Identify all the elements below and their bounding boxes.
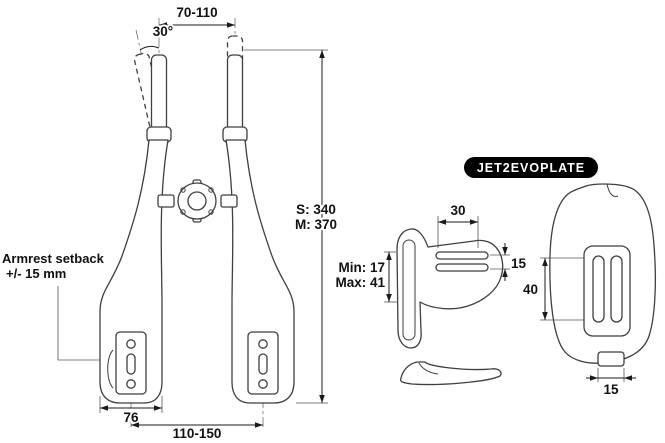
dim-label-slot-gap: 15 [511, 256, 527, 271]
mount-screw-2 [208, 187, 214, 193]
left-pad-slot [126, 353, 136, 375]
left-pad-hole-bottom [126, 379, 136, 389]
side-view-slot-lower [435, 263, 489, 272]
mount-quarter-turn-socket [187, 191, 207, 211]
left-pad-adjust-curve [107, 349, 114, 389]
mount-arm-right [220, 194, 238, 208]
side-view-slot-upper [435, 251, 489, 260]
side-view-low-profile-plate [399, 361, 502, 386]
aerobar-front-view: 70-110 30° S: 340 M: 370 Armrest setback… [2, 3, 339, 443]
dim-label-size-m: M: 370 [295, 217, 337, 232]
dim-label-slot-length: 30 [450, 203, 465, 218]
mount-screw-1 [180, 187, 186, 193]
dim-label-pad-width: 76 [123, 410, 139, 425]
badge-label: JET2EVOPLATE [477, 161, 585, 175]
right-pad-slot [258, 353, 268, 375]
armrest-setback-leader-line [57, 286, 100, 361]
right-extension-tube [226, 54, 244, 134]
dim-label-rear-height: 40 [523, 282, 538, 297]
dim-label-top-width: 70-110 [176, 5, 217, 20]
dim-label-rear-width: 15 [603, 382, 619, 397]
rear-view-slot-left [592, 255, 605, 323]
dim-label-riser-max: Max: 41 [335, 275, 385, 290]
plate-rear-view: 40 15 [521, 183, 657, 399]
rear-view-top-cleft [606, 183, 619, 197]
armrest-setback-label-line2: +/- 15 mm [6, 266, 66, 281]
rear-view-foot [597, 351, 625, 367]
side-view-low-profile-detail [418, 362, 439, 375]
plate-side-view: 30 15 Min: 17 Max: 41 [333, 201, 529, 386]
computer-mount [157, 179, 238, 223]
rear-view-plate [583, 245, 631, 337]
armrest-setback-label-line1: Armrest setback [2, 251, 105, 266]
mount-arm-left [157, 194, 175, 208]
dim-label-size-s: S: 340 [296, 202, 336, 217]
left-pad-hole-top [126, 339, 136, 349]
rear-view-slot-right [610, 255, 623, 323]
side-view-riser-detail [402, 239, 416, 341]
left-extension-tube [150, 54, 168, 134]
mount-screw-4 [208, 209, 214, 215]
right-pad-hole-top [258, 339, 268, 349]
dim-label-angle: 30° [153, 24, 173, 39]
right-pad-hole-bottom [258, 379, 268, 389]
side-view-outline [396, 228, 504, 349]
product-badge: JET2EVOPLATE [464, 157, 598, 178]
mount-screw-3 [180, 209, 186, 215]
dim-label-pad-spacing: 110-150 [173, 426, 222, 441]
badge-background [464, 157, 598, 178]
dim-arc-angle [139, 45, 160, 51]
dim-label-riser-min: Min: 17 [338, 260, 385, 275]
